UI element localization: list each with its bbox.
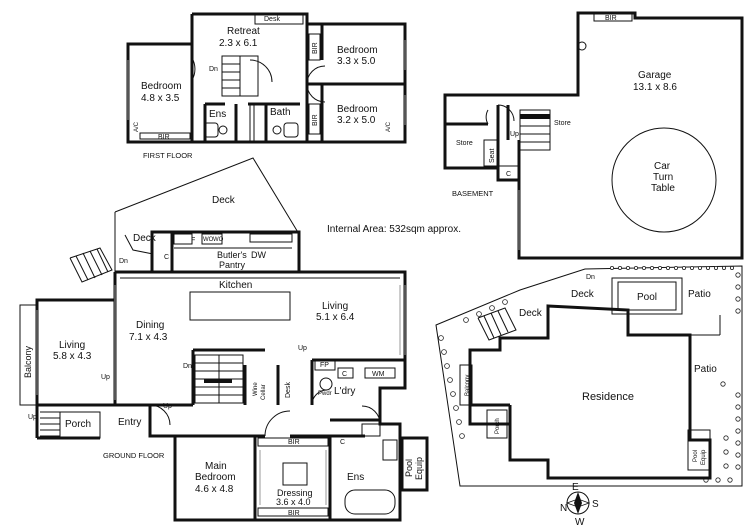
retreat-size: 2.3 x 6.1 xyxy=(219,38,258,49)
compass-w: W xyxy=(575,517,585,528)
site-deck-left-label: Deck xyxy=(519,308,543,319)
dining-label: Dining xyxy=(136,320,164,331)
ff-bir-side-2-label: BIR xyxy=(312,114,319,126)
ff-bedroom-1-size: 3.3 x 5.0 xyxy=(337,56,376,67)
ff-dn-label: Dn xyxy=(209,66,218,73)
gf-dw-label: DW xyxy=(251,250,266,260)
gf-ens-label: Ens xyxy=(347,472,364,483)
laundry-label: L'dry xyxy=(334,386,355,397)
garage-label: Garage xyxy=(638,70,672,81)
compass-icon xyxy=(565,491,591,515)
gf-desk-label: Desk xyxy=(285,382,292,398)
ground-floor-caption: GROUND FLOOR xyxy=(103,451,165,460)
gf-porch-label: Porch xyxy=(65,419,91,430)
site-deck-top-label: Deck xyxy=(571,289,595,300)
site-porch-label: Porch xyxy=(495,418,501,434)
ff-bedroom-2-size: 3.2 x 5.0 xyxy=(337,115,376,126)
gf-up-stair-label: Up xyxy=(163,403,172,410)
gf-deck-left-label: Deck xyxy=(133,233,157,244)
gf-wo-1-label: WO xyxy=(203,237,214,243)
gf-bir-top-label: BIR xyxy=(288,439,300,446)
site-pool-equip-label-2: Equip xyxy=(701,449,707,465)
internal-area: Internal Area: 532sqm approx. xyxy=(327,224,461,235)
ff-bath-label: Bath xyxy=(270,107,291,118)
site-dn-label: Dn xyxy=(586,274,595,281)
wine-cellar-label-1: Wine xyxy=(253,382,259,396)
bsmt-up-label: Up xyxy=(510,131,519,138)
butlers-pantry-label-1: Butler's xyxy=(217,250,247,260)
entry-label: Entry xyxy=(118,417,141,428)
main-bedroom-size: 4.6 x 4.8 xyxy=(195,484,234,495)
dining-size: 7.1 x 4.3 xyxy=(129,332,168,343)
first-floor-caption: FIRST FLOOR xyxy=(143,151,193,160)
butlers-pantry-label-2: Pantry xyxy=(219,260,246,270)
gf-up-porch-label: Up xyxy=(28,414,37,421)
gf-living-2-label: Living xyxy=(59,340,85,351)
garage-size: 13.1 x 8.6 xyxy=(633,82,677,93)
dressing-size: 3.6 x 4.0 xyxy=(276,497,311,507)
ff-bedroom-1-label: Bedroom xyxy=(337,45,378,56)
kitchen-label: Kitchen xyxy=(219,280,252,291)
site-plan xyxy=(435,265,743,487)
first-floor-plan xyxy=(126,12,407,144)
gf-ldry-c-label: C xyxy=(342,371,347,378)
site-balcony-label: Balcony xyxy=(465,375,471,396)
ff-bedroom-3-size: 4.8 x 3.5 xyxy=(141,93,180,104)
ff-bir-label: BIR xyxy=(158,134,170,141)
gf-pantry-c-label: C xyxy=(164,254,169,261)
turntable-label-2: Turn xyxy=(653,172,673,183)
gf-pool-equip-label-2: Equip xyxy=(414,457,424,480)
ff-bir-side-1-label: BIR xyxy=(312,42,319,54)
compass-s: S xyxy=(592,499,599,510)
gf-up-living-label: Up xyxy=(101,374,110,381)
gf-bir-bottom-label: BIR xyxy=(288,510,300,517)
gf-living-1-size: 5.1 x 6.4 xyxy=(316,312,355,323)
gf-wo-2-label: WO xyxy=(213,237,224,243)
bsmt-store-1-label: Store xyxy=(456,140,473,147)
main-bedroom-label-2: Bedroom xyxy=(195,472,236,483)
residence-label: Residence xyxy=(582,391,634,403)
bsmt-store-2-label: Store xyxy=(554,120,571,127)
compass-n: N xyxy=(560,503,567,514)
gf-deck-dn-label: Dn xyxy=(119,258,128,265)
compass-e: E xyxy=(572,482,579,493)
ff-ac-2-label: A/C xyxy=(386,121,392,132)
basement-plan xyxy=(443,11,744,260)
gf-powder-label: Pwdr xyxy=(318,391,332,397)
gf-f-label: F xyxy=(191,237,195,244)
gf-dn-mid-label: Dn xyxy=(183,363,192,370)
site-patio-top-label: Patio xyxy=(688,289,711,300)
retreat-label: Retreat xyxy=(227,26,260,37)
gf-living-1-label: Living xyxy=(322,301,348,312)
wine-cellar-label-2: Cellar xyxy=(261,384,267,400)
gf-living-2-size: 5.8 x 4.3 xyxy=(53,351,92,362)
bsmt-c-label: C xyxy=(506,171,511,178)
basement-caption: BASEMENT xyxy=(452,189,494,198)
gf-ens-c-label: C xyxy=(340,439,345,446)
turntable-label-3: Table xyxy=(651,183,675,194)
site-patio-right-label: Patio xyxy=(694,364,717,375)
ff-bedroom-3-label: Bedroom xyxy=(141,81,182,92)
gf-fp-label: FP xyxy=(320,362,329,369)
main-bedroom-label-1: Main xyxy=(205,461,227,472)
turntable-label-1: Car xyxy=(654,161,671,172)
site-pool-equip-label-1: Pool xyxy=(693,450,699,462)
ff-ens-label: Ens xyxy=(209,109,226,120)
dressing-label: Dressing xyxy=(277,488,313,498)
ground-floor-plan xyxy=(19,157,429,522)
ff-desk-label: Desk xyxy=(264,16,280,23)
gf-up-mid-label: Up xyxy=(298,345,307,352)
bsmt-bir-label: BIR xyxy=(605,15,617,22)
gf-pool-equip-label-1: Pool xyxy=(404,459,414,477)
ff-bedroom-2-label: Bedroom xyxy=(337,104,378,115)
gf-wm-label: WM xyxy=(372,371,385,378)
site-pool-label: Pool xyxy=(637,292,657,303)
ff-ac-1-label: A/C xyxy=(134,121,140,132)
gf-deck-top-label: Deck xyxy=(212,195,236,206)
gf-balcony-label: Balcony xyxy=(23,345,33,378)
bsmt-seat-label: Seat xyxy=(489,149,496,163)
